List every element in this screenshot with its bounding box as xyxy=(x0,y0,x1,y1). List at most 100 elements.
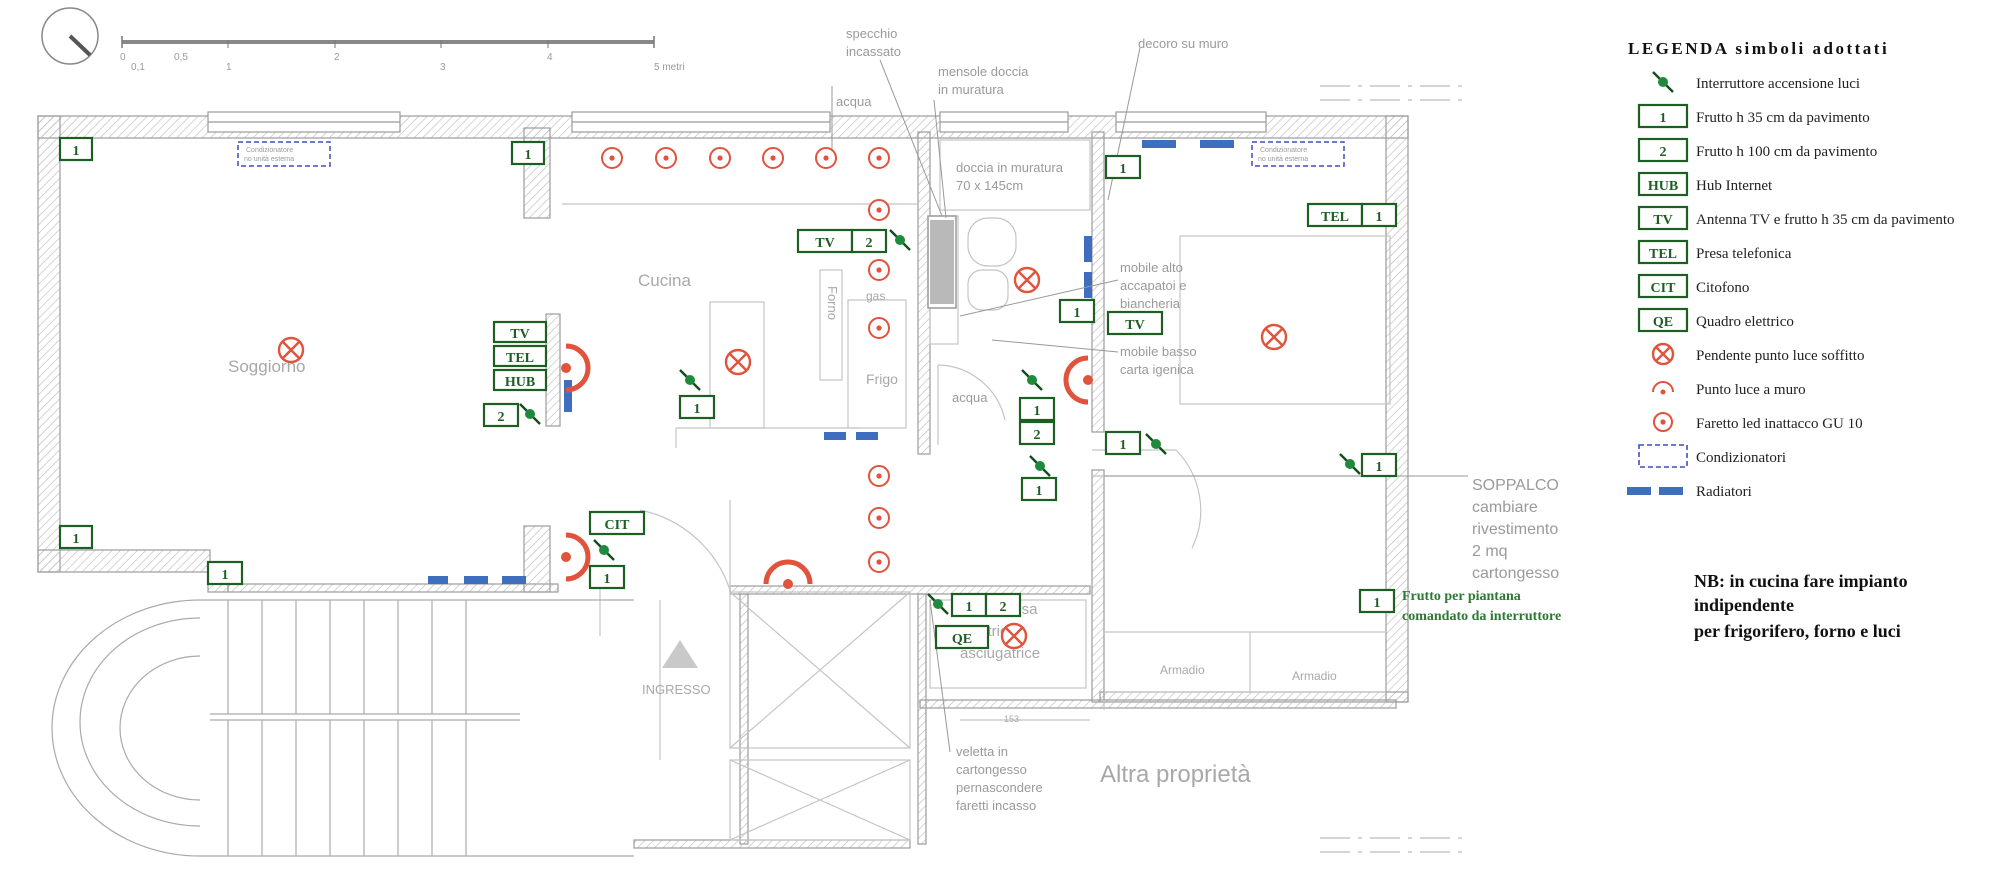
switch-icon xyxy=(679,369,701,391)
legend-radiator-icon xyxy=(1627,487,1683,495)
led-spot-icon xyxy=(601,147,623,169)
legend-badge-label: TEL xyxy=(1649,247,1677,262)
pendant-lights xyxy=(277,266,1288,650)
legend-item: Punto luce a muro xyxy=(1652,381,1806,398)
legend-item-text: Interruttore accensione luci xyxy=(1696,76,1860,92)
outlet-box: 1 xyxy=(1104,430,1142,456)
outlet-box: 2 xyxy=(1018,420,1056,446)
scale-bar: 0 0,1 0,5 1 2 3 4 5 metri xyxy=(120,36,685,73)
note-mobile-alto-3: biancheria xyxy=(1120,296,1181,311)
pendant-light-icon xyxy=(1260,323,1288,351)
outlet-label: TV xyxy=(815,236,834,251)
legend-ac-icon xyxy=(1638,444,1688,468)
led-spot-icon xyxy=(868,507,890,529)
legend-item-text: Frutto h 35 cm da pavimento xyxy=(1696,110,1870,126)
note-decoro: decoro su muro xyxy=(1138,36,1228,51)
led-spot-icon xyxy=(868,317,890,339)
scale-tick-01: 0,1 xyxy=(131,62,145,73)
outlet-box: 1 xyxy=(58,136,94,162)
legend-item: Faretto led inattacco GU 10 xyxy=(1653,412,1863,432)
outlet-box: 1 xyxy=(588,564,626,590)
outlet-label: 1 xyxy=(525,148,532,163)
note-mensole-1: mensole doccia xyxy=(938,64,1029,79)
note-doccia-1: doccia in muratura xyxy=(956,160,1064,175)
legend-item-text: Quadro elettrico xyxy=(1696,314,1794,330)
note-soppalco-3: rivestimento xyxy=(1472,521,1558,538)
scale-tick-05: 0,5 xyxy=(174,52,188,63)
legend-badge-label: TV xyxy=(1653,213,1672,228)
outlet-label: TV xyxy=(510,327,529,342)
legend-item-text: Frutto h 100 cm da pavimento xyxy=(1696,144,1877,160)
room-label-forno: Forno xyxy=(825,286,840,320)
led-spot-icon xyxy=(868,551,890,573)
led-spot-icon xyxy=(868,259,890,281)
legend-badge-label: HUB xyxy=(1648,179,1678,194)
legend-badge-label: 1 xyxy=(1660,111,1667,126)
pendant-light-icon xyxy=(277,336,305,364)
outlet-label: 1 xyxy=(694,402,701,417)
outlet-label: HUB xyxy=(505,375,535,390)
note-veletta-1: veletta in xyxy=(956,744,1008,759)
entrance-arrow-icon xyxy=(662,640,698,668)
outlet-box: TV xyxy=(492,320,548,344)
outlet-label: 2 xyxy=(498,410,505,425)
radiators xyxy=(428,140,1234,584)
dimension-153: 153 xyxy=(1004,714,1019,724)
outlet-box: 1 xyxy=(206,560,244,586)
legend-badge-label: QE xyxy=(1653,315,1673,330)
outlet-label: 1 xyxy=(1036,484,1043,499)
note-soppalco-5: cartongesso xyxy=(1472,565,1559,582)
outlet-box: 1 xyxy=(1020,476,1058,502)
outlet-label: 1 xyxy=(222,568,229,583)
outlet-label: 2 xyxy=(1000,600,1007,615)
room-label-cucina: Cucina xyxy=(638,271,691,290)
note-veletta-2: cartongesso xyxy=(956,762,1027,777)
switch-icon xyxy=(1029,455,1051,477)
room-label-frigo: Frigo xyxy=(866,371,898,387)
ac-left-label-2: no unità esterna xyxy=(244,156,294,163)
outlet-box: 1 xyxy=(58,524,94,550)
outlet-label: 1 xyxy=(1034,404,1041,419)
legend-badge: 2 xyxy=(1637,137,1689,163)
walls xyxy=(37,115,1409,849)
led-spot-icon xyxy=(762,147,784,169)
legend-item: Radiatori xyxy=(1627,484,1752,500)
wall-light-icon xyxy=(1652,381,1674,395)
outlet-box: 2 xyxy=(482,402,520,428)
outlet-label: 2 xyxy=(1034,428,1041,443)
legend-item: Interruttore accensione luci xyxy=(1652,71,1860,93)
note-frutto-piantana-2: comandato da interruttore xyxy=(1402,609,1561,624)
outlet-box: 1 xyxy=(1360,202,1398,228)
outlet-box: 1 xyxy=(1018,396,1056,422)
wall-light-icon xyxy=(561,532,591,582)
north-arrow-icon xyxy=(41,7,99,65)
legend-badge: QE xyxy=(1637,307,1689,333)
note-mobile-basso-2: carta igenica xyxy=(1120,362,1194,377)
switch-icon xyxy=(1021,369,1043,391)
legend-item: 1 Frutto h 35 cm da pavimento xyxy=(1637,103,1870,129)
note-veletta-4: faretti incasso xyxy=(956,798,1036,813)
note-mobile-basso-1: mobile basso xyxy=(1120,344,1197,359)
led-spot-icon xyxy=(868,465,890,487)
legend-item-text: Radiatori xyxy=(1696,484,1752,500)
legend-item: 2 Frutto h 100 cm da pavimento xyxy=(1637,137,1877,163)
scale-tick-0: 0 xyxy=(120,52,126,63)
outlet-box: 1 xyxy=(1104,154,1142,180)
outlet-label: 1 xyxy=(966,600,973,615)
legend-item-text: Punto luce a muro xyxy=(1696,382,1806,398)
interior-lines xyxy=(562,139,1396,841)
outlet-box: CIT xyxy=(588,510,646,536)
outlet-label: 1 xyxy=(73,144,80,159)
nb-line-2: indipendente xyxy=(1694,595,1794,615)
switch-icon xyxy=(889,229,911,251)
wall-light-icon xyxy=(763,559,813,589)
led-spot-icon xyxy=(815,147,837,169)
room-label-armadio-2: Armadio xyxy=(1292,669,1337,683)
room-label-altra-proprieta: Altra proprietà xyxy=(1100,761,1251,788)
outlet-box: QE xyxy=(934,624,990,650)
switch-icon xyxy=(519,403,541,425)
note-frutto-piantana-1: Frutto per piantana xyxy=(1402,589,1521,604)
